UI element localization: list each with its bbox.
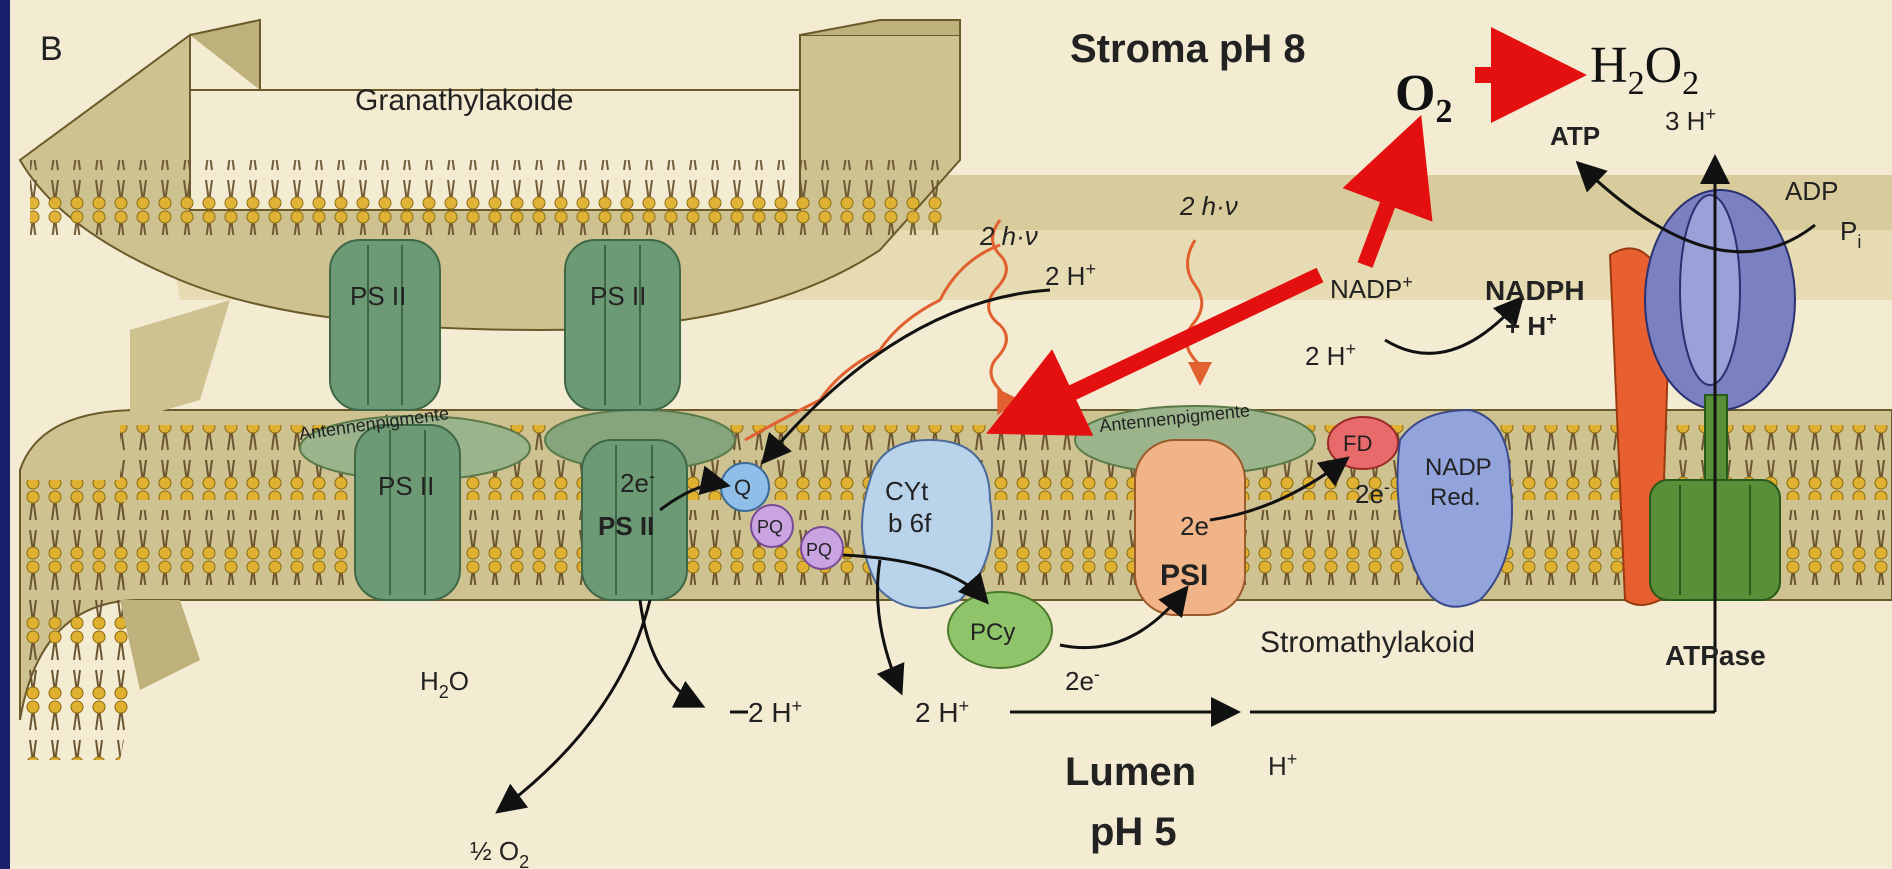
nadp-reductase-label-line2: Red.	[1430, 484, 1481, 511]
ps2-upper-right	[565, 240, 680, 410]
cytochrome-label-line1: CYt	[885, 476, 929, 506]
ps2-upper-left	[330, 240, 440, 410]
ps2-lower-left	[355, 425, 460, 600]
panel-label: B	[40, 30, 63, 68]
lumen-label: Lumen	[1065, 750, 1196, 794]
psi-label: PSI	[1160, 559, 1208, 592]
ps2-label-active: PS II	[598, 511, 654, 541]
atp-label: ATP	[1550, 121, 1600, 151]
ps2-label-lower-left: PS II	[378, 471, 434, 501]
ps2-label-upper-right: PS II	[590, 281, 646, 311]
q-label: Q	[734, 475, 751, 500]
nadph-label: NADPH	[1485, 275, 1585, 306]
ps2-label-upper-left: PS II	[350, 281, 406, 311]
atpase-label: ATPase	[1665, 640, 1766, 671]
nadp-label: NADP+	[1330, 272, 1413, 304]
pq-label-1: PQ	[757, 517, 783, 537]
cytochrome-label-line2: b 6f	[888, 508, 932, 538]
ferredoxin-label: FD	[1343, 431, 1372, 456]
stromathylakoid-label: Stromathylakoid	[1260, 626, 1475, 659]
stroma-ph-label: Stroma pH 8	[1070, 27, 1306, 71]
pq-label-2: PQ	[806, 540, 832, 560]
light-label-left: 2 h·ν	[979, 221, 1038, 251]
grana-label: Granathylakoide	[355, 84, 573, 117]
lumen-ph-label: pH 5	[1090, 810, 1177, 854]
plastocyanin-label: PCy	[970, 619, 1015, 646]
nadp-reductase-label-line1: NADP	[1425, 454, 1492, 481]
light-label-right: 2 h·ν	[1179, 191, 1238, 221]
adp-label: ADP	[1785, 176, 1838, 206]
